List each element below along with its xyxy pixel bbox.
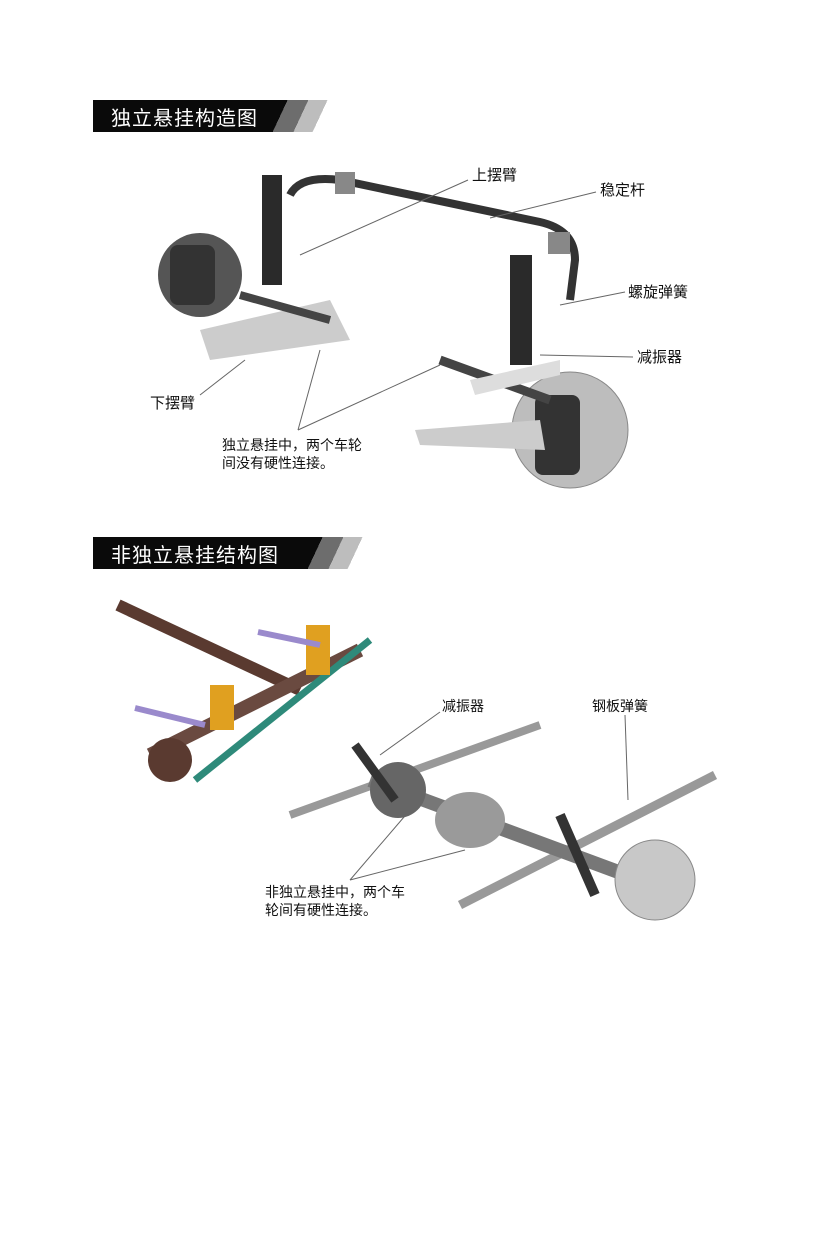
- drive-shaft-left: [238, 291, 332, 324]
- coil-spring-left: [262, 175, 282, 285]
- caption-line: 非独立悬挂中，两个车: [265, 885, 405, 901]
- coil-spring-right: [510, 255, 532, 365]
- section-title-banner-dependent: 非独立悬挂结构图: [93, 537, 370, 569]
- banner-stripe: [304, 537, 370, 569]
- brake-disc-right: [614, 839, 696, 921]
- independent-suspension-illustration: [158, 172, 634, 489]
- caption-line: 间没有硬性连接。: [222, 456, 334, 472]
- coil-spring-orange: [306, 625, 330, 675]
- leaf-spring-right: [457, 770, 718, 910]
- section-title: 非独立悬挂结构图: [93, 537, 305, 569]
- drive-shaft: [115, 599, 303, 696]
- label-lower-arm: 下摆臂: [150, 394, 196, 412]
- stabilizer-bar: [286, 175, 580, 301]
- label-shock-absorber: 减振器: [442, 699, 484, 715]
- leader-lines: [199, 179, 634, 431]
- label-leaf-spring: 钢板弹簧: [592, 699, 648, 715]
- banner-stripe: [270, 100, 335, 132]
- caliper-left: [170, 245, 215, 305]
- section-title-banner-independent: 独立悬挂构造图: [93, 100, 335, 132]
- solid-axle-illustration-grey: [288, 711, 718, 921]
- section-title: 独立悬挂构造图: [93, 100, 271, 132]
- caption-independent: 独立悬挂中，两个车轮 间没有硬性连接。: [222, 437, 362, 473]
- shock-absorber-purple: [257, 629, 321, 648]
- bushing: [335, 172, 355, 194]
- shock-absorber-right: [555, 812, 600, 898]
- coil-spring-orange: [210, 685, 234, 730]
- label-coil-spring: 螺旋弹簧: [628, 283, 689, 301]
- leaf-spring-green: [192, 637, 373, 783]
- label-upper-arm: 上摆臂: [472, 166, 518, 184]
- label-shock-absorber: 减振器: [637, 348, 683, 366]
- bushing: [548, 232, 570, 254]
- solid-axle-illustration-color: [115, 599, 373, 783]
- caliper-right: [535, 395, 580, 475]
- caption-dependent: 非独立悬挂中，两个车 轮间有硬性连接。: [265, 884, 405, 920]
- lower-arm-right: [415, 420, 545, 450]
- brake-drum: [148, 738, 192, 782]
- shock-absorber-left: [351, 742, 399, 803]
- label-stabilizer-bar: 稳定杆: [600, 181, 646, 199]
- upper-arm-right: [470, 360, 560, 395]
- caption-line: 独立悬挂中，两个车轮: [222, 438, 362, 454]
- shock-absorber-purple: [134, 705, 206, 728]
- caption-line: 轮间有硬性连接。: [265, 903, 377, 919]
- differential: [435, 792, 505, 848]
- leader-lines: [349, 711, 629, 881]
- brake-drum-left: [370, 762, 426, 818]
